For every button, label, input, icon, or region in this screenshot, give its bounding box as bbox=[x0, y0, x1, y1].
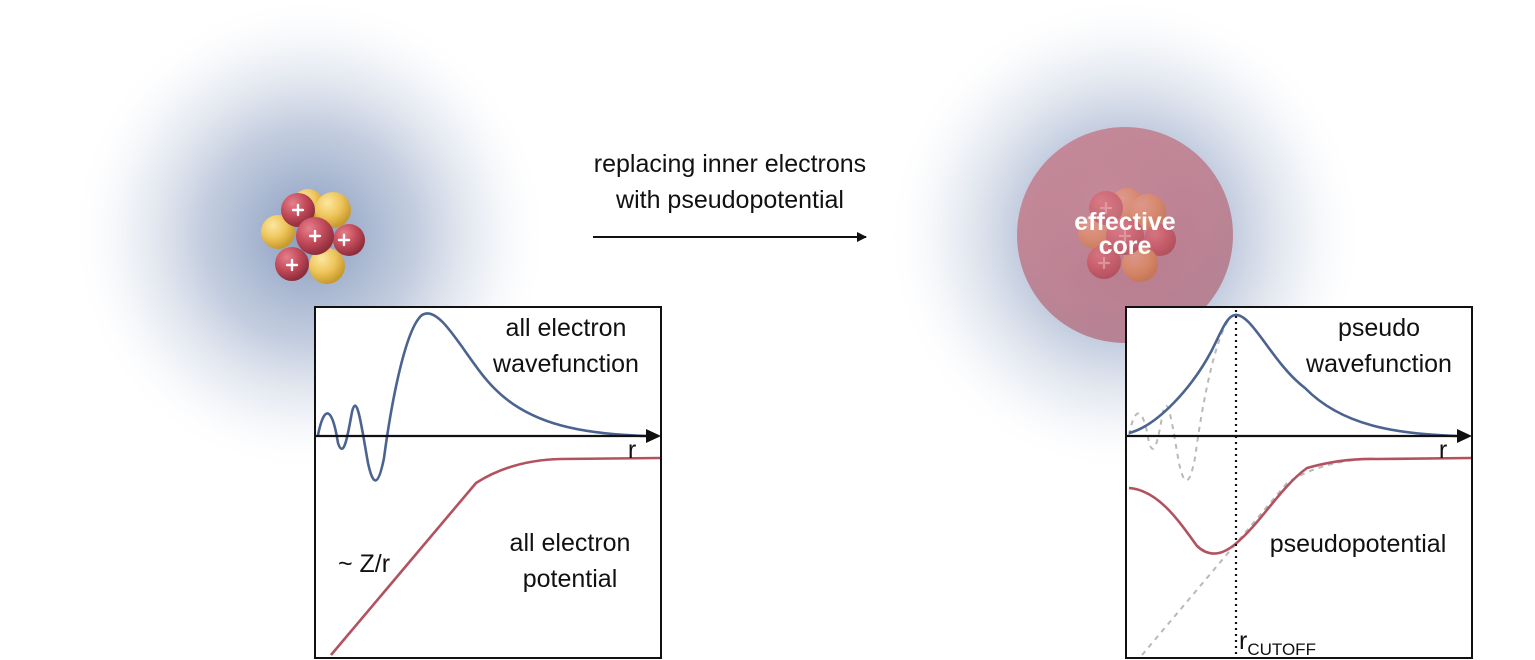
effective-core-line2: core bbox=[1098, 232, 1152, 260]
all-electron-potential-curve bbox=[330, 456, 661, 656]
pseudo-plot: pseudo wavefunction r pseudopotential rC… bbox=[1125, 306, 1473, 659]
all-electron-wavefunction-label: all electron wavefunction bbox=[476, 310, 656, 382]
cutoff-label-main: r bbox=[1239, 627, 1248, 655]
plus-icon bbox=[308, 229, 322, 243]
neutron bbox=[315, 192, 351, 228]
cutoff-label-subscript: CUTOFF bbox=[1247, 640, 1316, 659]
all-electron-plot: all electron wavefunction r ~ Z/r all el… bbox=[314, 306, 662, 659]
all-electron-plot-svg bbox=[316, 312, 661, 656]
r-axis-arrow-icon bbox=[1457, 429, 1472, 443]
pseudo-wavefunction-line1: pseudo bbox=[1337, 314, 1421, 342]
r-axis-arrow-icon bbox=[646, 429, 661, 443]
arrow-caption: replacing inner electrons with pseudopot… bbox=[560, 146, 900, 218]
pseudopotential-label: pseudopotential bbox=[1269, 530, 1447, 558]
wavefunction-label-line1: all electron bbox=[505, 314, 627, 342]
all-electron-wavefunction-curve bbox=[316, 312, 647, 482]
potential-label-line2: potential bbox=[522, 565, 618, 593]
neutron bbox=[261, 215, 295, 249]
effective-core-line1: effective bbox=[1074, 208, 1176, 236]
arrow-caption-line2: with pseudopotential bbox=[616, 186, 844, 214]
left-nucleus bbox=[261, 189, 365, 284]
z-over-r-annotation: ~ Z/r bbox=[337, 550, 391, 578]
all-electron-potential-label: all electron potential bbox=[480, 525, 660, 597]
reference-all-electron-wavefunction-curve bbox=[1128, 314, 1234, 482]
wavefunction-label-line2: wavefunction bbox=[493, 350, 639, 378]
pseudopotential-curve bbox=[1128, 456, 1472, 555]
potential-label-line1: all electron bbox=[509, 529, 631, 557]
neutron bbox=[309, 248, 345, 284]
r-axis-label: r bbox=[627, 436, 637, 464]
effective-core-sphere bbox=[1017, 127, 1233, 343]
pseudo-wavefunction-label: pseudo wavefunction bbox=[1289, 310, 1469, 382]
pseudo-wavefunction-curve bbox=[1128, 313, 1458, 438]
arrow-caption-line1: replacing inner electrons bbox=[593, 150, 867, 178]
plus-icon bbox=[285, 258, 299, 272]
effective-core-label: effective core bbox=[1055, 208, 1195, 260]
plus-icon bbox=[337, 233, 351, 247]
plus-icon bbox=[291, 203, 305, 217]
cutoff-label: rCUTOFF bbox=[1239, 626, 1316, 659]
pseudo-wavefunction-line2: wavefunction bbox=[1306, 350, 1452, 378]
r-axis-label: r bbox=[1438, 436, 1448, 464]
pseudo-plot-svg bbox=[1127, 310, 1472, 657]
